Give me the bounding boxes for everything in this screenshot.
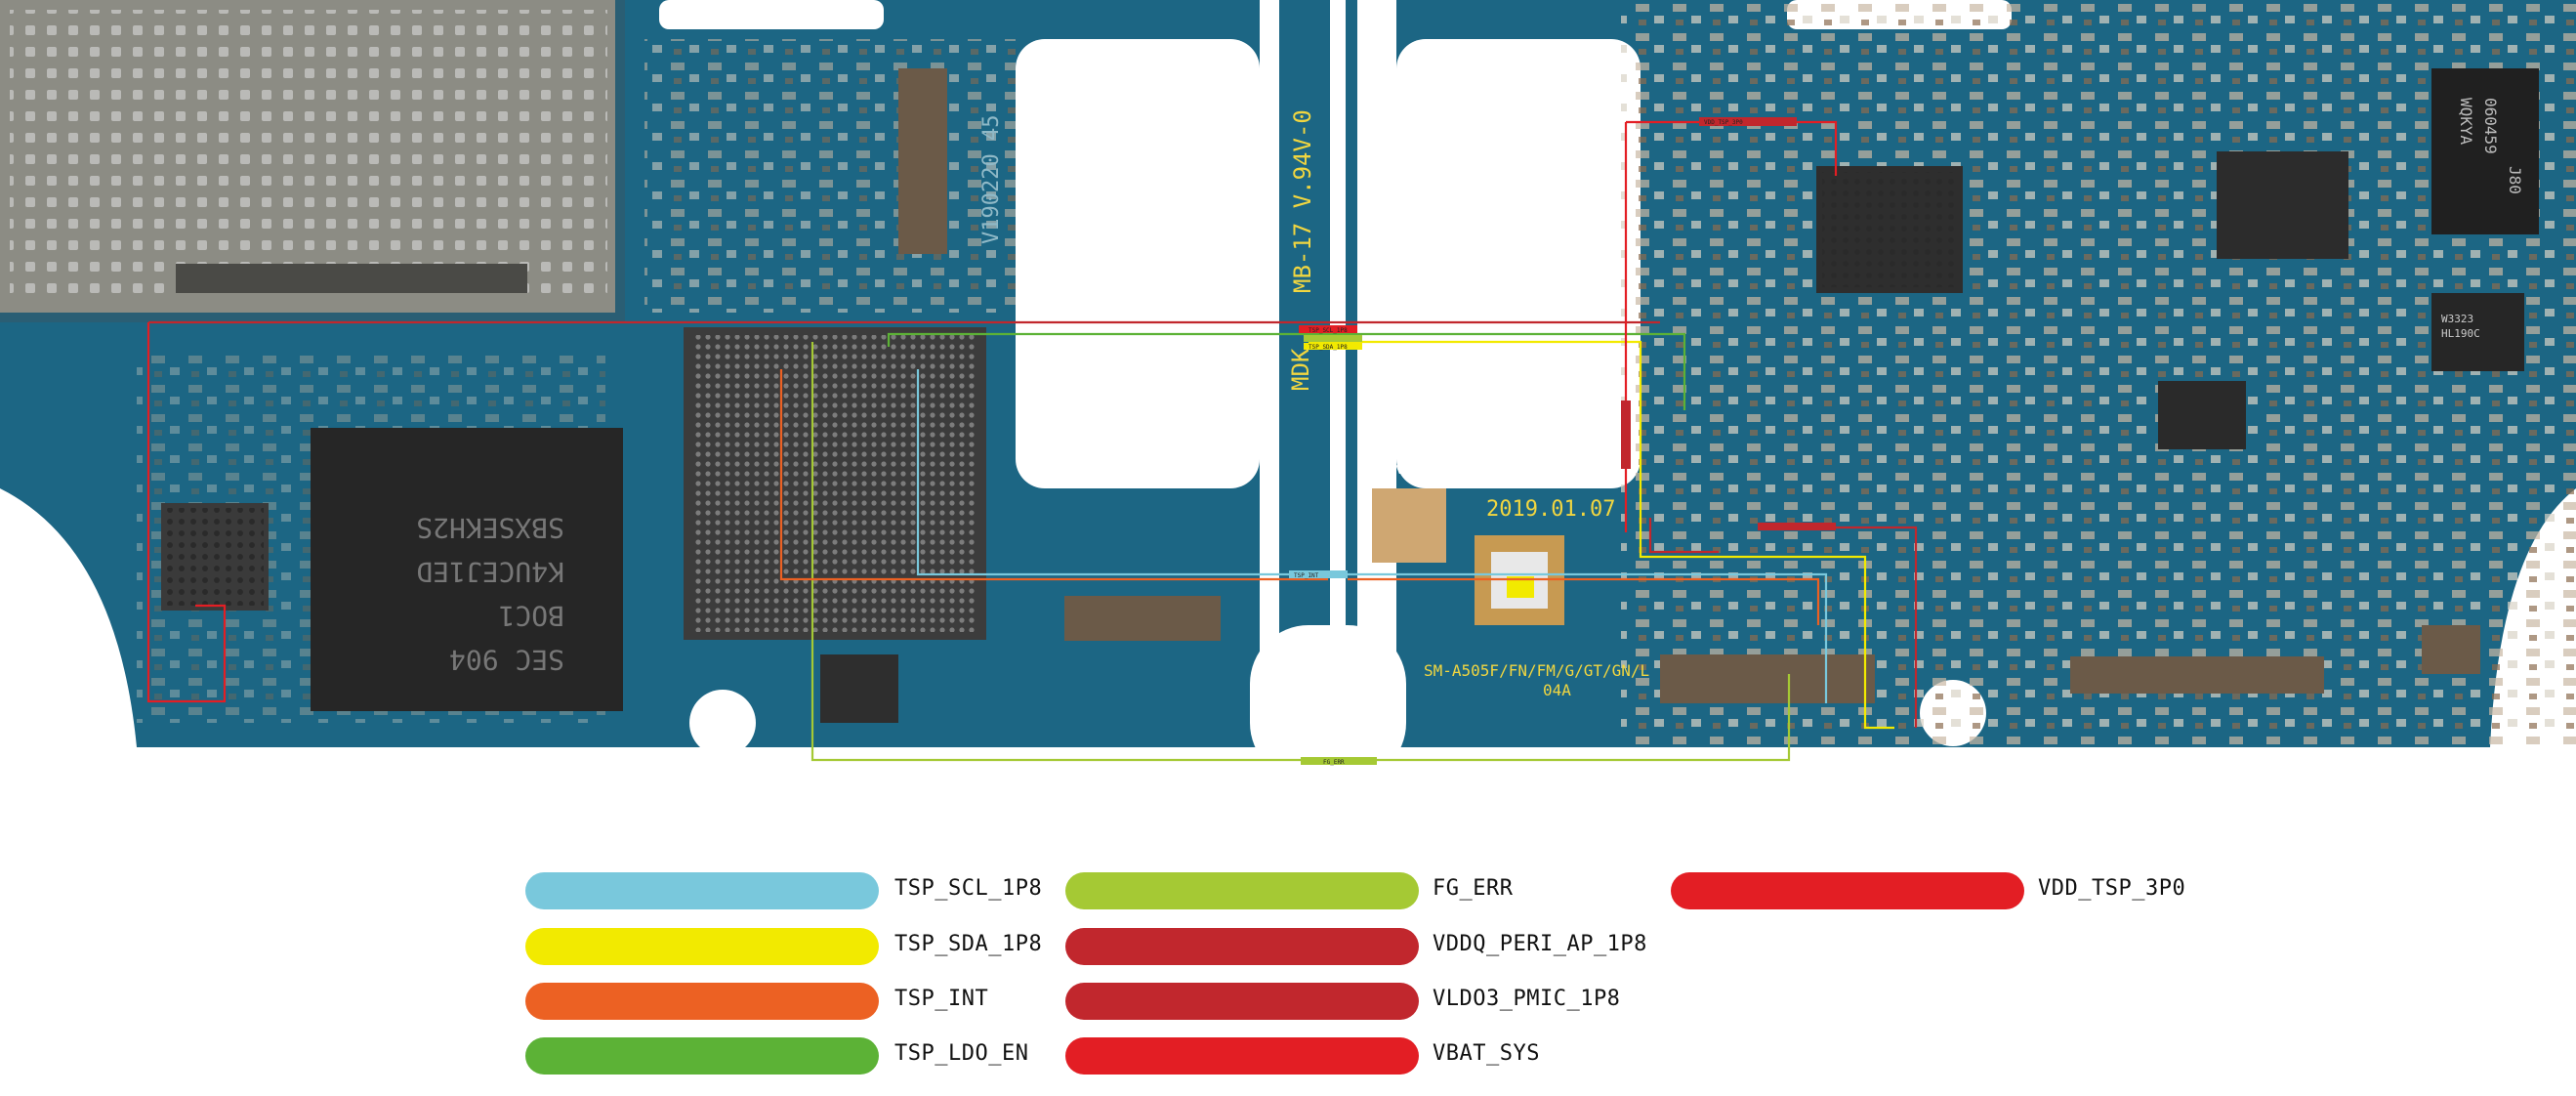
legend-swatch [525, 983, 879, 1020]
legend-label: VBAT_SYS [1433, 1041, 1540, 1066]
ram-chip-line: K4UCEJ1ED [416, 556, 564, 588]
board-id-text: MDK [1287, 348, 1314, 391]
chip-small-line: HL190C [2441, 327, 2480, 340]
legend-label: TSP_INT [894, 987, 989, 1011]
chip-right-line: 060459 [2481, 98, 2500, 154]
right-chip-marking: WQKYA 060459 J80 [2457, 98, 2524, 194]
legend-label: VDDQ_PERI_AP_1P8 [1433, 932, 1647, 956]
legend-label: VLDO3_PMIC_1P8 [1433, 987, 1621, 1011]
net-tag-sda: TSP_SDA_1P8 [1309, 344, 1348, 351]
build-date-text: 2019.01.07 [1486, 497, 1615, 522]
ram-chip-line: BOC1 [499, 600, 564, 632]
legend-label: FG_ERR [1433, 876, 1514, 901]
net-tag-fg: FG_ERR [1323, 759, 1345, 766]
ram-chip-marking: SEC 904 BOC1 K4UCEJ1ED SBXSEKH2S [416, 512, 564, 676]
pcb-board-svg: MDK MB-17 V.94V-0 V190220 45 2019.01.07 … [0, 0, 2576, 781]
chip-right-line: J80 [2506, 166, 2524, 194]
legend-label: TSP_SDA_1P8 [894, 932, 1043, 956]
small-chip-marking: W3323 HL190C [2441, 313, 2480, 340]
nfc-text: NFC [1394, 463, 1416, 477]
net-tag-int: TSP_INT [1294, 572, 1319, 579]
pcb-board-photo: MDK MB-17 V.94V-0 V190220 45 2019.01.07 … [0, 0, 2576, 781]
legend-swatch [1065, 872, 1419, 909]
board-rev-text: MB-17 V.94V-0 [1289, 109, 1316, 293]
legend-swatch [525, 928, 879, 965]
ram-chip-line: SEC 904 [449, 644, 564, 676]
legend-swatch [1671, 872, 2024, 909]
chip-right-line: WQKYA [2457, 98, 2475, 146]
nfc-no-text: NM NONNFC [1418, 409, 1481, 423]
legend-label: TSP_SCL_1P8 [894, 876, 1043, 901]
model-rev-text: 04A [1543, 681, 1571, 699]
legend-swatch [525, 872, 879, 909]
net-tag-scl: TSP_SCL_1P8 [1309, 327, 1348, 334]
legend-swatch [525, 1037, 879, 1075]
chip-small-line: W3323 [2441, 313, 2473, 325]
legend-swatch [1065, 928, 1419, 965]
ram-chip-line: SBXSEKH2S [416, 512, 564, 544]
legend-label: VDD_TSP_3P0 [2038, 876, 2186, 901]
net-tag-vdd: VDD_TSP_3P0 [1704, 119, 1743, 126]
legend-swatch [1065, 983, 1419, 1020]
model-text: SM-A505F/FN/FM/G/GT/GN/L [1424, 661, 1649, 680]
legend-swatch [1065, 1037, 1419, 1075]
legend-label: TSP_LDO_EN [894, 1041, 1029, 1066]
date-code-text: V190220 45 [979, 115, 1004, 244]
